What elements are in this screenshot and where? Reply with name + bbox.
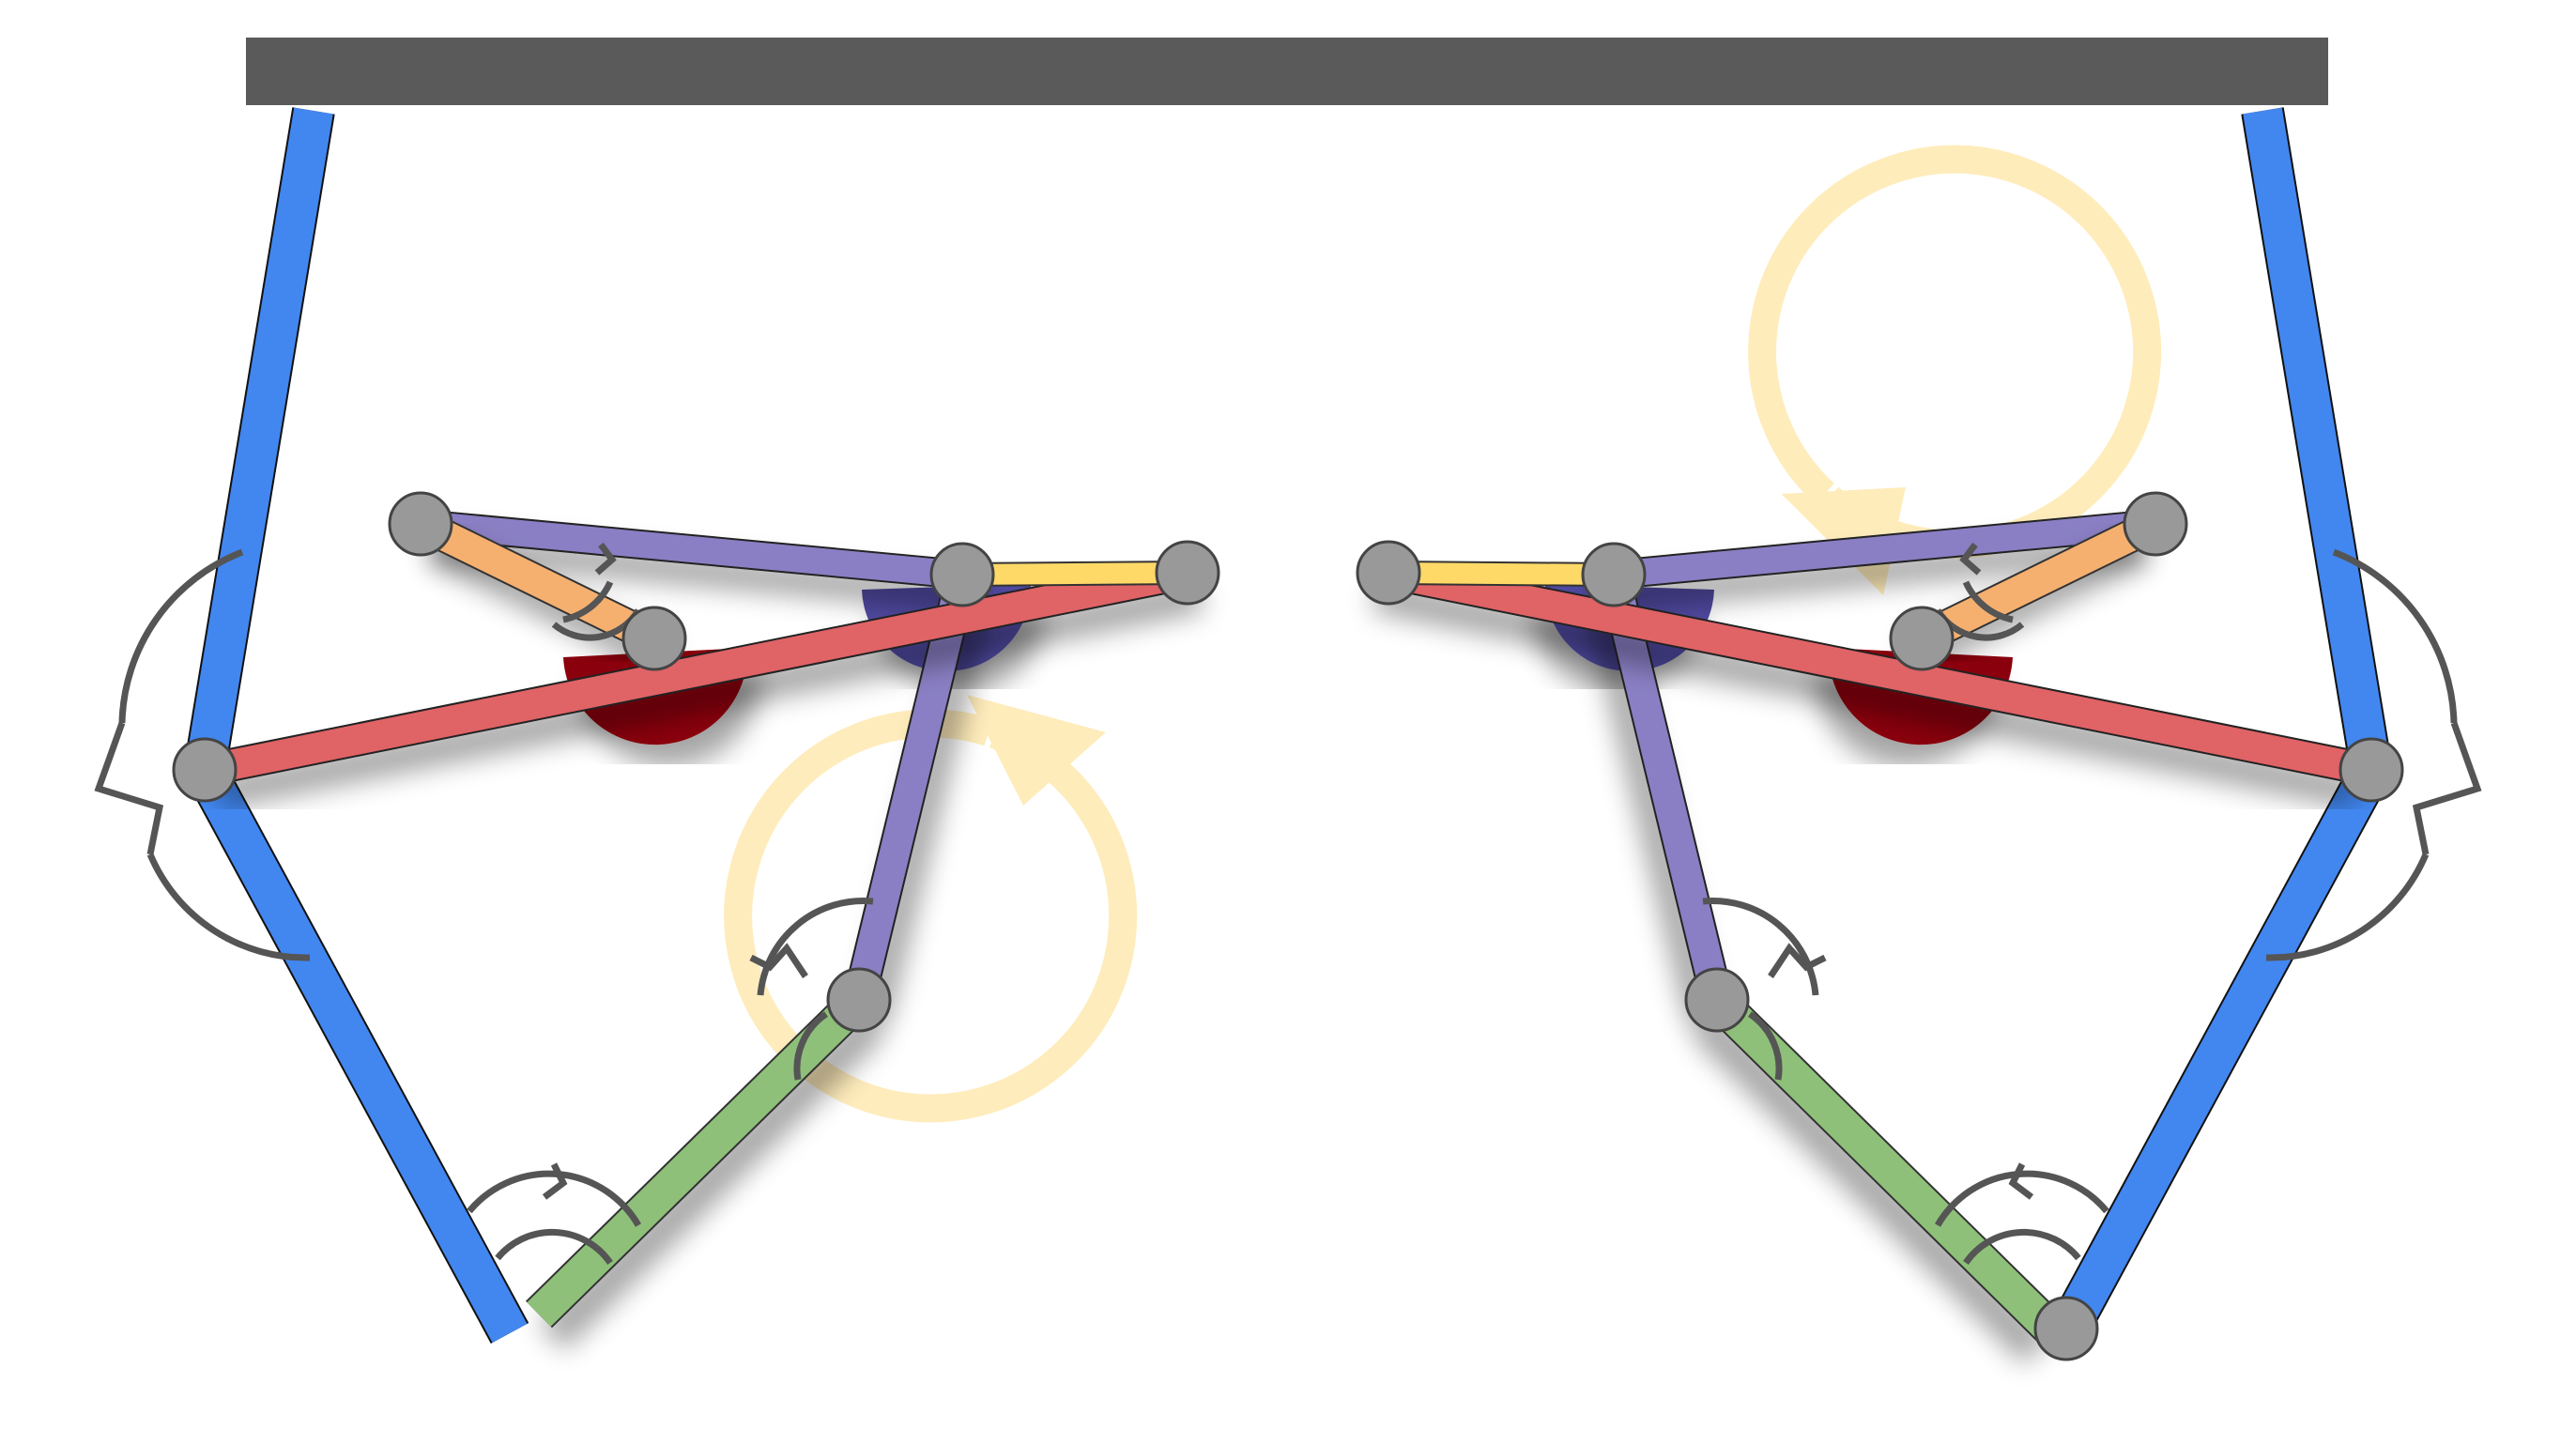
torsion-spring-icon	[94, 542, 874, 1265]
pin-joint-icon	[172, 491, 1220, 1033]
rotation-arrow-icon	[724, 695, 1138, 1123]
pin-joint-icon	[1356, 491, 2404, 1361]
left-mechanism	[94, 107, 1220, 1344]
ceiling-bar	[246, 38, 2328, 105]
right-mechanism	[1356, 107, 2482, 1361]
